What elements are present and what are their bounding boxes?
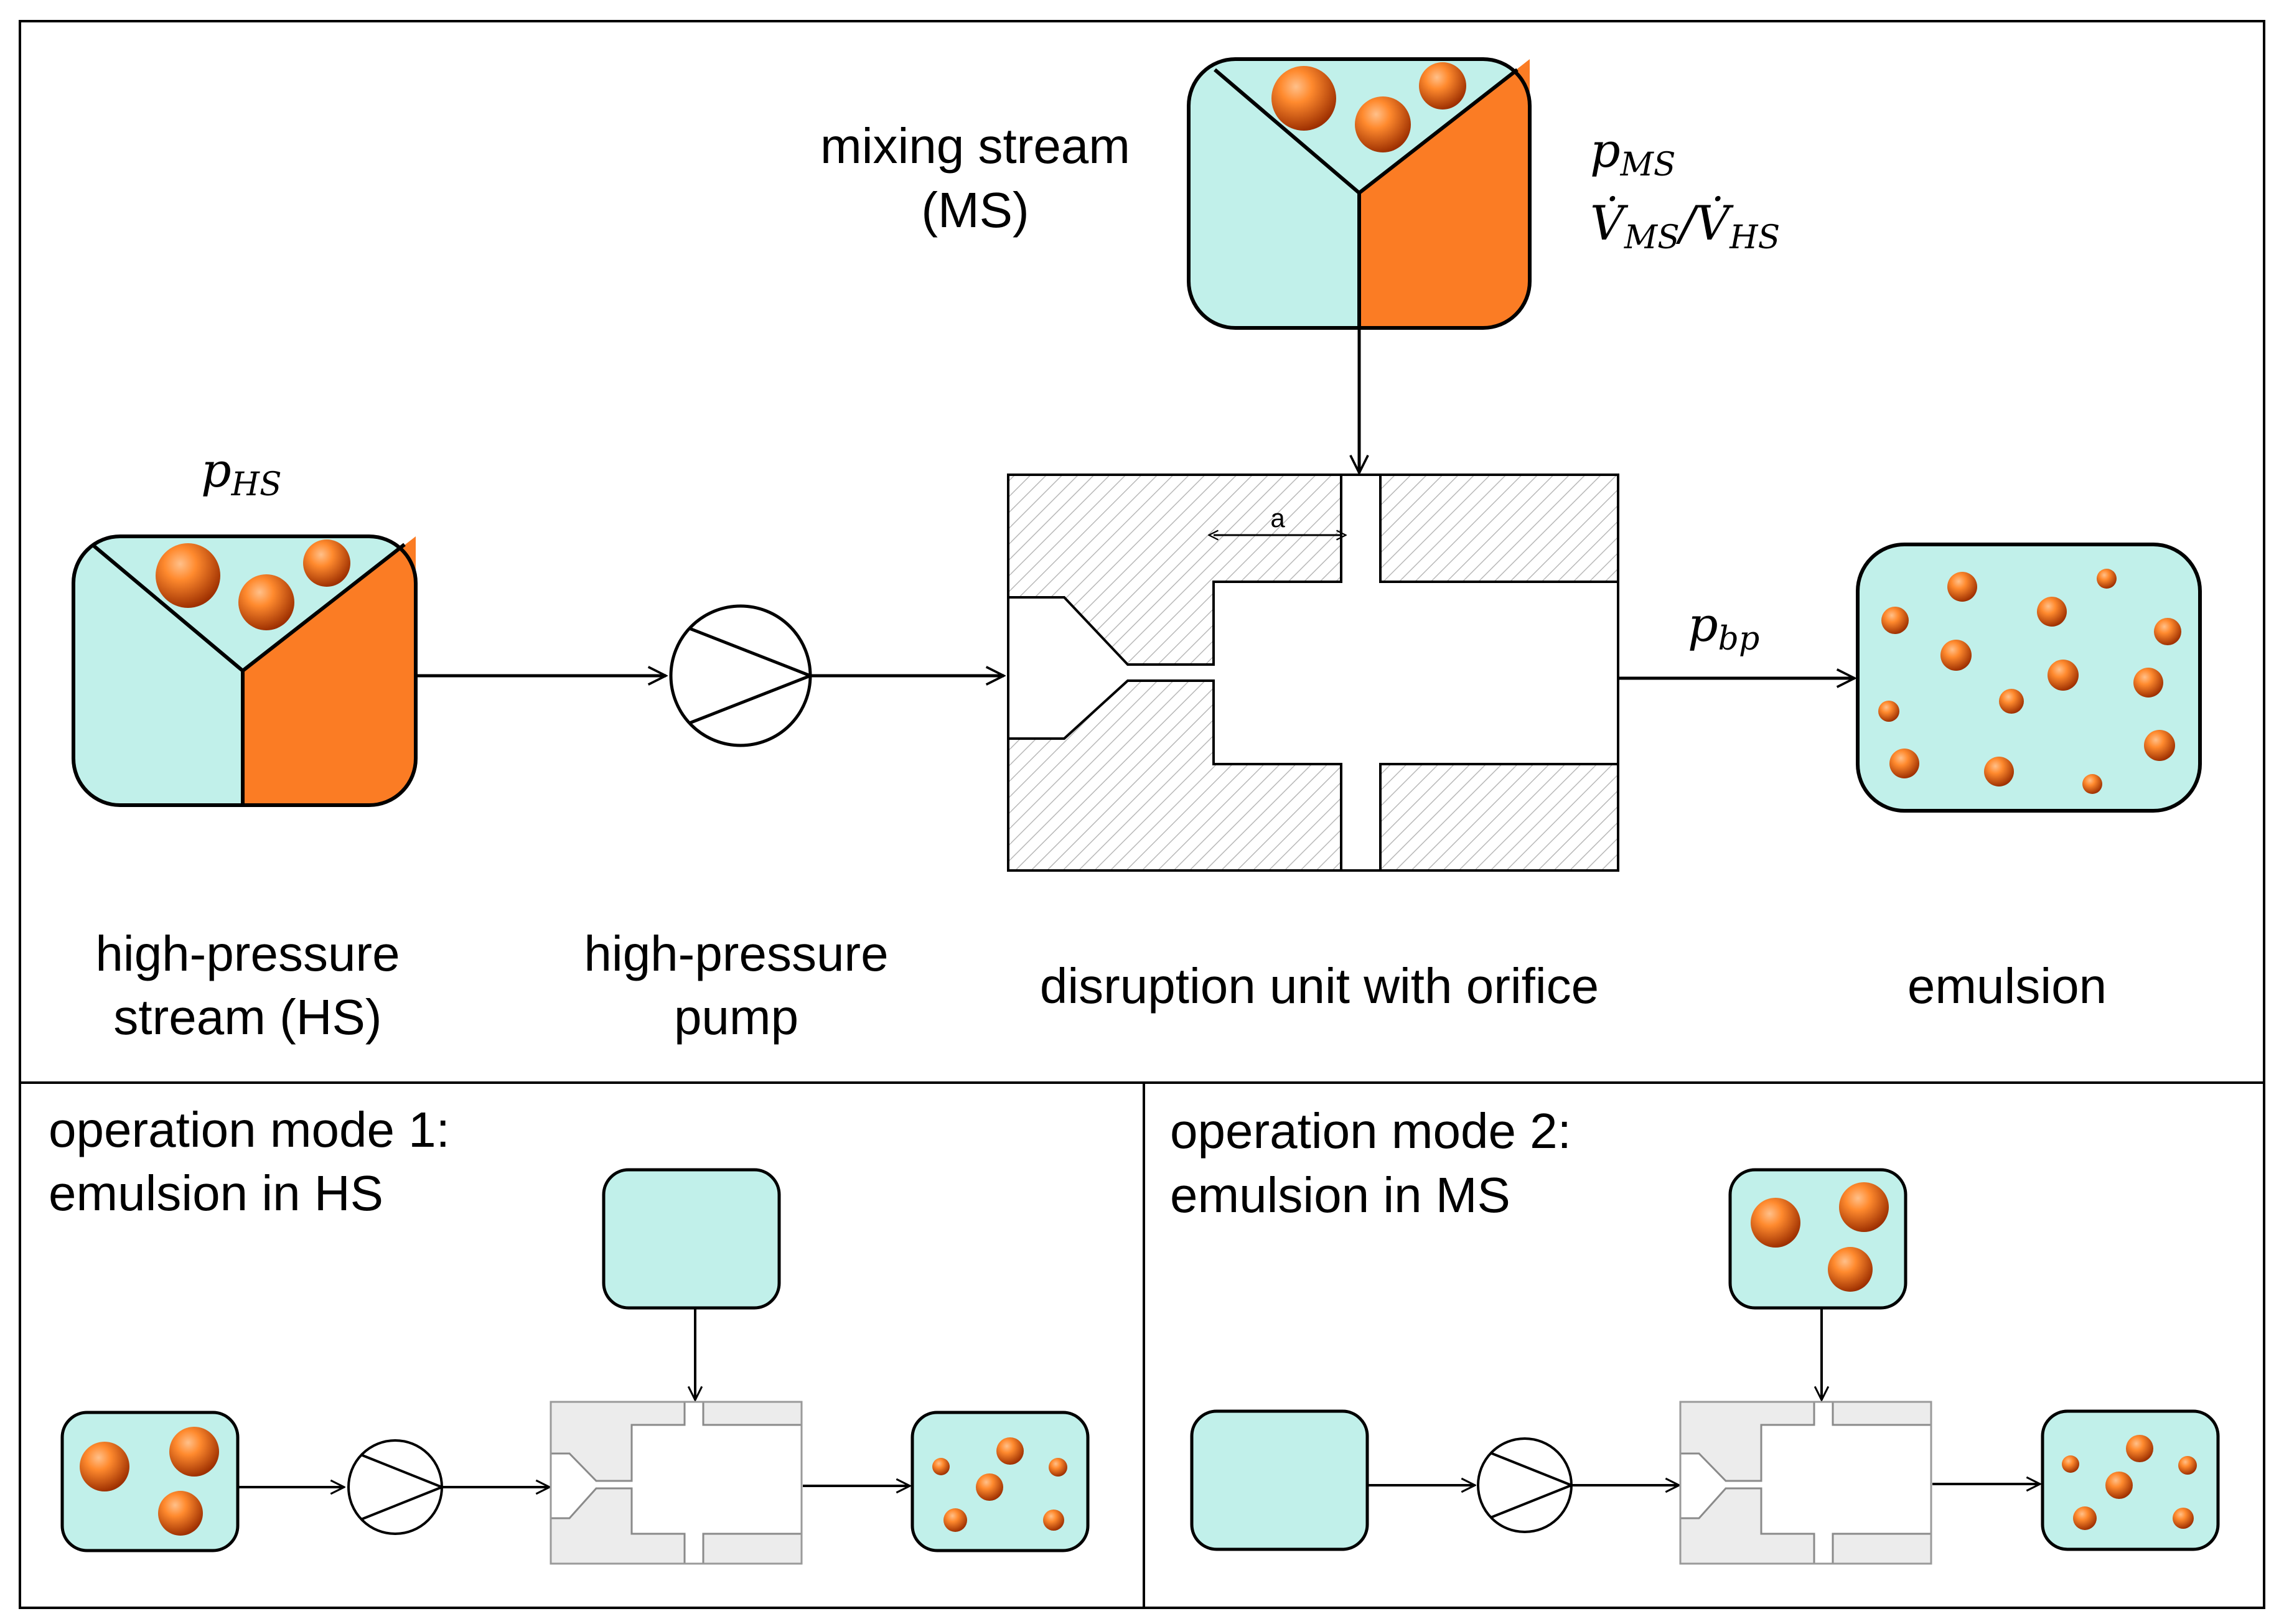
emulsion-container xyxy=(1856,543,2202,813)
droplet xyxy=(2082,774,2102,794)
droplet xyxy=(2073,1506,2097,1530)
flow-ratio-symbol: V̇MS/V̇HS xyxy=(1590,195,1780,256)
droplet xyxy=(2126,1435,2153,1462)
droplet xyxy=(169,1427,219,1477)
distance-label: a xyxy=(1270,503,1285,533)
droplet xyxy=(1889,749,1919,778)
mode2-title: operation mode 2: xyxy=(1170,1103,1571,1159)
droplet xyxy=(238,574,294,630)
droplet xyxy=(1984,757,2014,786)
high-pressure-pump-icon xyxy=(669,604,815,747)
droplet xyxy=(1355,96,1411,152)
droplet xyxy=(976,1473,1003,1501)
mode2-emulsion-container xyxy=(2041,1409,2220,1551)
pump-label-line1: high-pressure xyxy=(584,926,888,981)
droplet xyxy=(1881,607,1909,634)
droplet xyxy=(1878,701,1899,722)
hs-label-line2: stream (HS) xyxy=(113,989,381,1045)
disruption-unit: a xyxy=(1007,474,1619,872)
p-ms-symbol: pMS xyxy=(1590,123,1676,184)
droplet xyxy=(2062,1455,2079,1473)
emulsion-label: emulsion xyxy=(1907,958,2107,1014)
hs-label-line1: high-pressure xyxy=(95,926,400,981)
droplet xyxy=(2105,1472,2133,1499)
droplet xyxy=(2048,660,2079,691)
p-hs-symbol: pHS xyxy=(201,442,282,503)
droplet xyxy=(156,543,220,608)
top-labels: mixing stream (MS) high-pressure stream … xyxy=(95,118,2107,1045)
mixing-stream-abbr-label: (MS) xyxy=(921,182,1029,238)
mode1-disruption-unit xyxy=(550,1401,803,1565)
mode1-hs-container xyxy=(60,1411,240,1552)
mode1-emulsion-container xyxy=(910,1411,1090,1552)
droplet xyxy=(1271,66,1336,131)
droplet xyxy=(158,1491,203,1536)
droplet xyxy=(1947,572,1977,602)
droplet xyxy=(2173,1508,2194,1529)
flow-lines-top xyxy=(417,329,1855,678)
droplet xyxy=(1940,640,1972,671)
droplet xyxy=(1999,689,2024,714)
droplet xyxy=(2178,1456,2197,1475)
droplet xyxy=(2154,618,2181,645)
operation-mode-1-panel: operation mode 1: emulsion in HS xyxy=(49,1102,1090,1565)
disruption-unit-label: disruption unit with orifice xyxy=(1040,958,1599,1014)
droplet xyxy=(1751,1198,1800,1248)
mode2-subtitle: emulsion in MS xyxy=(1170,1167,1510,1223)
mode1-title: operation mode 1: xyxy=(49,1102,450,1157)
droplet xyxy=(1839,1182,1889,1232)
droplet xyxy=(932,1458,950,1475)
mode2-hs-container xyxy=(1190,1409,1369,1551)
droplet xyxy=(80,1442,129,1491)
mode2-disruption-unit xyxy=(1679,1401,1932,1565)
high-pressure-stream-container xyxy=(72,534,418,807)
droplet xyxy=(2133,668,2163,698)
droplet xyxy=(2144,730,2175,761)
mode1-ms-container xyxy=(602,1168,781,1310)
droplet xyxy=(1419,62,1466,110)
droplet xyxy=(2097,569,2117,589)
mode2-ms-container xyxy=(1728,1168,1907,1310)
mode2-pump-icon xyxy=(1477,1437,1575,1533)
parameter-symbols: pHS pMS V̇MS/V̇HS pbp xyxy=(201,123,1780,658)
droplet xyxy=(996,1437,1024,1465)
operation-mode-2-panel: operation mode 2: emulsion in MS xyxy=(1170,1103,2220,1565)
mixing-stream-container xyxy=(1187,57,1532,330)
droplet xyxy=(1043,1510,1064,1531)
droplet xyxy=(303,539,350,587)
pump-label-line2: pump xyxy=(674,989,798,1045)
p-bp-symbol: pbp xyxy=(1688,597,1759,658)
droplet xyxy=(1828,1247,1873,1292)
mode1-pump-icon xyxy=(347,1439,446,1535)
mode1-subtitle: emulsion in HS xyxy=(49,1165,383,1221)
droplet xyxy=(943,1508,967,1532)
panel-frames xyxy=(19,20,2265,1609)
droplet xyxy=(1049,1458,1067,1477)
mixing-stream-label: mixing stream xyxy=(820,118,1130,174)
droplet xyxy=(2037,597,2067,627)
